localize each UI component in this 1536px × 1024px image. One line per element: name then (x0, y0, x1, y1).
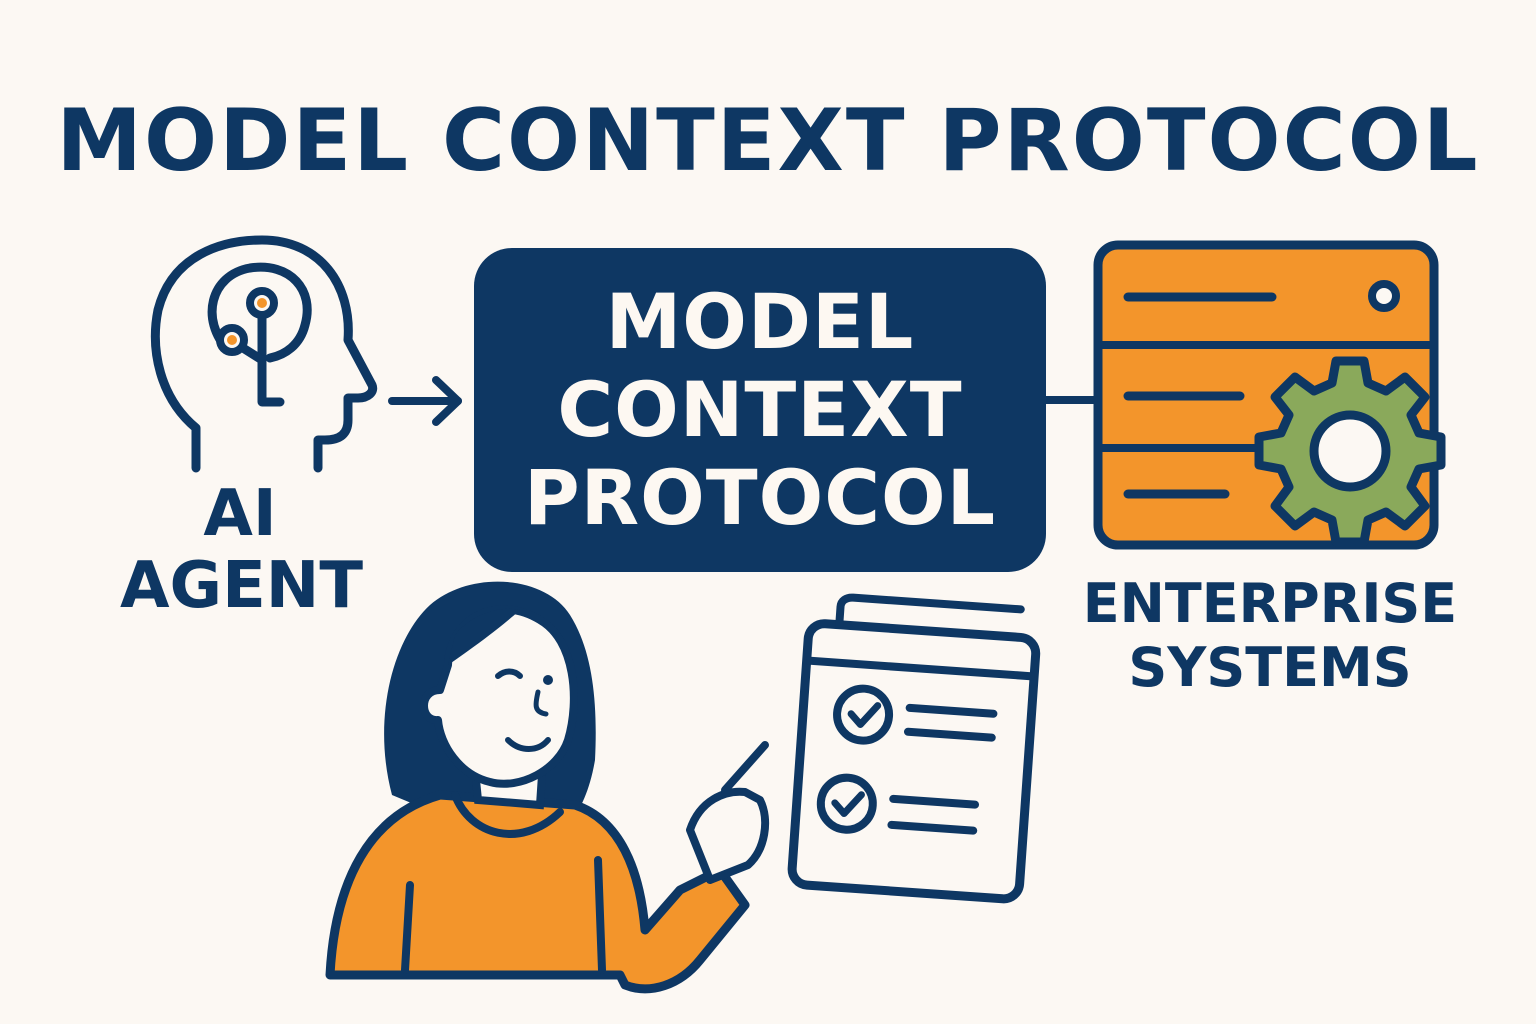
enterprise-label-line2: SYSTEMS (1128, 636, 1412, 699)
person-hand (686, 787, 770, 884)
circuit-node-left (216, 324, 248, 356)
person-shirt (325, 790, 750, 994)
server-icon (1093, 240, 1439, 550)
protocol-box: MODEL CONTEXT PROTOCOL (474, 248, 1046, 572)
protocol-box-line2: CONTEXT (557, 365, 963, 454)
person-face (420, 605, 578, 788)
brain-circle (207, 262, 312, 363)
ai-agent-label-line2: AGENT (120, 549, 363, 623)
protocol-box-line3: PROTOCOL (523, 453, 997, 542)
protocol-box-line1: MODEL (605, 277, 915, 366)
ai-agent-label: AI AGENT (120, 477, 363, 623)
enterprise-systems-label: ENTERPRISE SYSTEMS (1060, 572, 1480, 700)
ai-agent-label-line1: AI (203, 477, 277, 551)
person-hair (384, 581, 596, 820)
server-indicator-light (1368, 280, 1400, 312)
clipboard-checklist-icon (787, 593, 1041, 904)
gear-icon (1254, 356, 1446, 547)
enterprise-label-line1: ENTERPRISE (1082, 572, 1458, 635)
page-title: MODEL CONTEXT PROTOCOL (56, 91, 1480, 191)
circuit-node-top (246, 287, 278, 319)
head-outline (151, 235, 378, 473)
pen (721, 741, 769, 794)
